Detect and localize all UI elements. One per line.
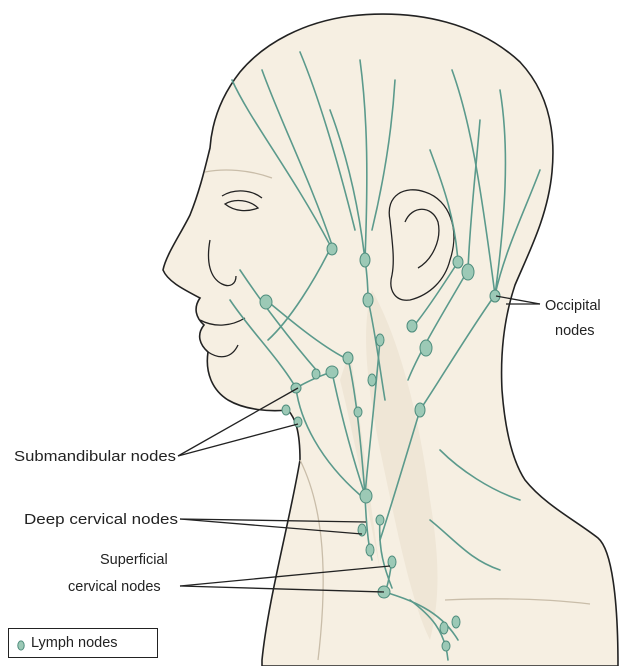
lymph-node — [327, 243, 337, 255]
lymph-node — [260, 295, 272, 309]
lymph-node — [415, 403, 425, 417]
legend: Lymph nodes — [8, 628, 158, 658]
lymph-node — [294, 417, 302, 427]
label-occipital-line2: nodes — [555, 323, 595, 339]
lymph-node — [363, 293, 373, 307]
lymph-node — [354, 407, 362, 417]
lymph-node — [360, 489, 372, 503]
lymph-node — [376, 334, 384, 346]
label-occipital-line1: Occipital — [545, 298, 601, 314]
lymph-node — [360, 253, 370, 267]
lymph-node — [442, 641, 450, 651]
legend-label: Lymph nodes — [31, 635, 118, 651]
lymph-node — [440, 622, 448, 634]
label-superficial-line1: Superficial — [100, 552, 168, 568]
lymph-node — [326, 366, 338, 378]
lymph-node — [376, 515, 384, 525]
lymph-node-icon — [17, 638, 25, 649]
lymph-node — [452, 616, 460, 628]
lymph-node — [462, 264, 474, 280]
lymph-node — [407, 320, 417, 332]
label-superficial-line2: cervical nodes — [68, 579, 161, 595]
lymph-node — [420, 340, 432, 356]
lymph-node — [366, 544, 374, 556]
lymph-node — [368, 374, 376, 386]
lymph-node — [343, 352, 353, 364]
lymph-node — [312, 369, 320, 379]
label-submandibular: Submandibular nodes — [14, 449, 176, 465]
lymph-node — [282, 405, 290, 415]
leader-submandibular — [178, 424, 298, 456]
lymph-node — [453, 256, 463, 268]
label-deep-cervical: Deep cervical nodes — [24, 512, 178, 528]
